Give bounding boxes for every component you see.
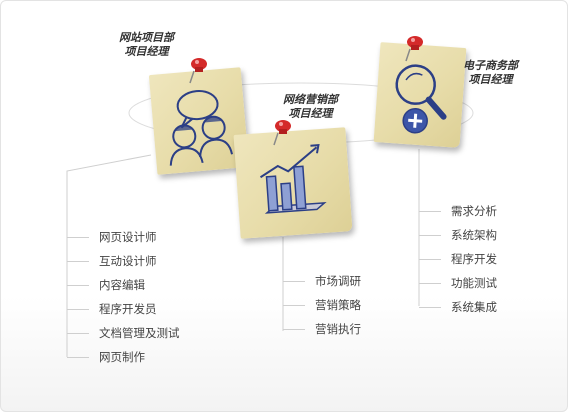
list-item: 系统架构: [419, 223, 497, 247]
web-connector: [66, 154, 152, 357]
push-pin-icon: [189, 58, 207, 84]
chat-people-icon: [169, 90, 234, 166]
ecommerce-dept-role: 项目经理: [468, 73, 513, 86]
push-pin-icon: [273, 120, 291, 146]
ecommerce-role-list: 需求分析 系统架构 程序开发 功能测试 系统集成: [419, 199, 497, 319]
list-item: 互动设计师: [67, 249, 180, 273]
ecommerce-dept-note: [373, 42, 467, 148]
web-dept-note: [148, 67, 250, 175]
bar-chart-icon: [259, 144, 327, 214]
list-item: 需求分析: [419, 199, 497, 223]
list-item: 文档管理及测试: [67, 321, 180, 345]
web-dept-title: 网站项目部 项目经理: [119, 31, 174, 59]
marketing-dept-name: 网络营销部: [283, 93, 338, 106]
list-item: 程序开发: [419, 247, 497, 271]
list-item: 系统集成: [419, 295, 497, 319]
web-role-list: 网页设计师 互动设计师 内容编辑 程序开发员 文档管理及测试 网页制作: [67, 225, 180, 369]
push-pin-icon: [405, 36, 423, 62]
list-item: 网页设计师: [67, 225, 180, 249]
web-dept-name: 网站项目部: [119, 31, 174, 44]
web-dept-role: 项目经理: [124, 45, 169, 58]
marketing-dept-title: 网络营销部 项目经理: [283, 93, 338, 121]
list-item: 营销策略: [283, 293, 361, 317]
marketing-dept-role: 项目经理: [288, 107, 333, 120]
marketing-dept-note: [233, 127, 353, 239]
list-item: 功能测试: [419, 271, 497, 295]
list-item: 程序开发员: [67, 297, 180, 321]
list-item: 网页制作: [67, 345, 180, 369]
list-item: 市场调研: [283, 269, 361, 293]
list-item: 内容编辑: [67, 273, 180, 297]
ecommerce-dept-title: 电子商务部 项目经理: [463, 59, 518, 87]
ecommerce-dept-name: 电子商务部: [463, 59, 518, 72]
marketing-role-list: 市场调研 营销策略 营销执行: [283, 269, 361, 341]
list-item: 营销执行: [283, 317, 361, 341]
magnifier-plus-icon: [395, 64, 447, 134]
